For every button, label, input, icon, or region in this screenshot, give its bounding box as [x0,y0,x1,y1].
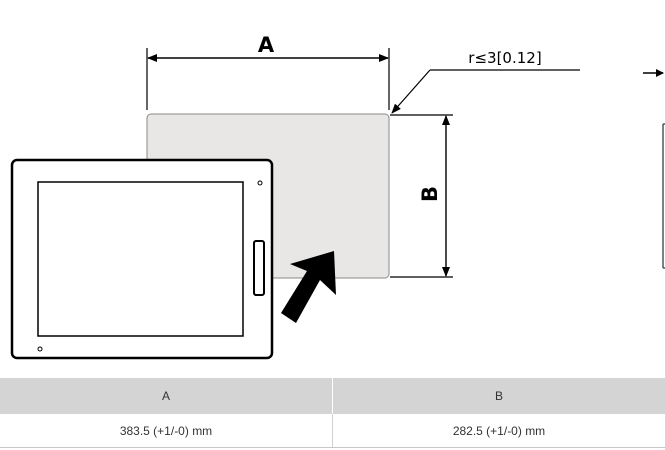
partial-next-diagram [643,69,665,269]
panel-cutout-diagram: A B r≤3[0.12] [10,33,665,360]
table-header-a: A [0,378,333,414]
corner-radius-leader: r≤3[0.12] [391,49,580,114]
table-cell-a: 383.5 (+1/-0) mm [0,414,333,448]
device-side-slot [253,240,265,296]
dimension-a-label: A [258,33,275,57]
dimension-table: A B 383.5 (+1/-0) mm 282.5 (+1/-0) mm [0,378,665,448]
dimension-b-label: B [418,186,442,202]
corner-radius-note: r≤3[0.12] [468,49,541,67]
table-header-b: B [332,378,665,414]
table-cell-b: 282.5 (+1/-0) mm [332,414,665,448]
dimension-a: A [146,33,390,110]
insert-direction-arrow [281,251,336,323]
dimension-b: B [390,114,453,278]
hmi-device [10,158,274,360]
table-row: 383.5 (+1/-0) mm 282.5 (+1/-0) mm [0,414,665,448]
table-header-row: A B [0,378,665,414]
device-screen [37,181,244,337]
device-indicator-bottom [37,346,43,352]
device-indicator-top [257,180,263,186]
